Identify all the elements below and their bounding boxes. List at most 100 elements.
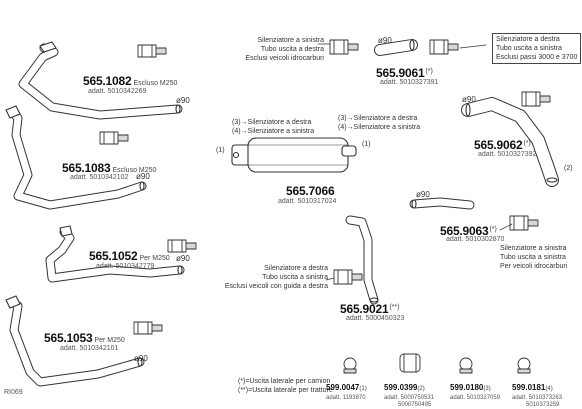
part-565-7066-ref: adatt. 5010317024 xyxy=(278,198,337,205)
note-line: Per veicoli idrocarburi xyxy=(500,263,568,270)
accessory-ref: 5000750495 xyxy=(398,402,432,408)
pipe-565-9062 xyxy=(461,97,559,187)
accessory-suffix: (3) xyxy=(483,386,491,392)
accessory-599-0181: 599.0181(4) adatt. 5010373263 5010373259 xyxy=(512,377,562,409)
silencer-notes-left: (3)→Silenziatore a destra (4)→Silenziato… xyxy=(232,118,314,136)
part-565-9062-notes: Silenziatore a destra Tubo uscita a sini… xyxy=(492,33,582,64)
part-565-7066-number: 565.7066 xyxy=(286,184,335,198)
accessory-number: 599.0047 xyxy=(326,383,360,392)
accessory-ref: adatt. 1193870 xyxy=(326,395,366,401)
note-line: (4)→Silenziatore a sinistra xyxy=(338,124,421,131)
part-565-9062-end: (2) xyxy=(564,165,573,172)
accessory-599-0180: 599.0180(3) adatt. 5010327059 xyxy=(450,377,500,402)
silencer-end-right: (1) xyxy=(362,141,371,148)
legend-line: (**)=Uscita laterale per trattore xyxy=(238,387,333,394)
part-number: 565.9062 xyxy=(474,138,523,152)
part-number: 565.1052 xyxy=(89,249,138,263)
part-suffix: (*) xyxy=(523,140,531,147)
part-565-9062-diameter: ø90 xyxy=(462,95,476,104)
part-565-1053-ref: adatt. 5010342101 xyxy=(60,345,119,352)
accessory-number: 599.0399 xyxy=(384,383,418,392)
part-number: 565.1082 xyxy=(83,74,132,88)
part-desc: Escluso M250 xyxy=(133,80,178,87)
part-565-1083-ref: adatt. 5010342102 xyxy=(70,174,129,181)
accessory-599-0399: 599.0399(2) adatt. 5000750531 5000750495 xyxy=(384,377,434,409)
accessory-number: 599.0181 xyxy=(512,383,546,392)
note-line: (4)→Silenziatore a sinistra xyxy=(232,128,315,135)
note-line: Tubo uscita a destra xyxy=(260,46,324,53)
part-565-9021-label: 565.9021(**) xyxy=(340,300,400,318)
silencer-notes-right: (3)→Silenziatore a destra (4)→Silenziato… xyxy=(338,114,420,132)
part-suffix: (*) xyxy=(489,226,497,233)
part-565-1082-ref: adatt. 5010342269 xyxy=(88,88,147,95)
pipe-565-1082 xyxy=(18,41,183,120)
part-number: 565.9063 xyxy=(440,224,489,238)
part-565-1083-diameter: ø90 xyxy=(136,172,150,181)
accessory-number: 599.0180 xyxy=(450,383,484,392)
part-565-9021-notes: Silenziatore a destra Tubo uscita a sini… xyxy=(222,264,328,291)
note-line: Silenziatore a destra xyxy=(264,265,328,272)
bracket-icons xyxy=(99,39,551,335)
part-565-1052-diameter: ø90 xyxy=(176,254,190,263)
pipe-565-1053 xyxy=(5,295,145,387)
accessory-suffix: (1) xyxy=(359,386,367,392)
part-565-1052-ref: adatt. 5010342779 xyxy=(96,263,155,270)
part-565-9021-ref: adatt. 5000450323 xyxy=(346,315,405,322)
part-565-9063-ref: adatt. 5010302870 xyxy=(446,236,505,243)
note-line: Tubo uscita a sinistra xyxy=(500,254,566,261)
part-565-9063-notes: Silenziatore a sinistra Tubo uscita a si… xyxy=(500,244,567,271)
note-line: Esclusi passi 3000 e 3700 xyxy=(496,54,578,61)
drawing-code: RI069 xyxy=(4,389,23,396)
part-number: 565.1083 xyxy=(62,161,111,175)
note-line: (3)→Silenziatore a destra xyxy=(338,115,418,122)
note-line: Esclusi veicoli idrocarburi xyxy=(245,55,324,62)
accessory-ref: adatt. 5010373263 xyxy=(512,395,563,401)
accessory-599-0047: 599.0047(1) adatt. 1193870 xyxy=(326,377,367,402)
silencer-end-left: (1) xyxy=(216,147,225,154)
pipe-565-1083 xyxy=(5,105,147,210)
legend: (*)=Uscita laterale per camion (**)=Usci… xyxy=(238,377,333,395)
pipe-565-9061 xyxy=(374,39,418,56)
note-line: Tubo uscita a sinistra xyxy=(262,274,328,281)
exhaust-parts-drawing xyxy=(5,39,559,387)
note-line: Esclusi veicoli con guida a destra xyxy=(224,283,328,290)
note-line: Tubo uscita a sinistra xyxy=(496,45,562,52)
accessory-suffix: (4) xyxy=(545,386,553,392)
part-565-1053-diameter: ø90 xyxy=(134,354,148,363)
part-565-9061-diameter: ø90 xyxy=(378,36,392,45)
accessory-icons xyxy=(343,353,531,374)
part-565-9063-label: 565.9063(*) xyxy=(440,222,497,240)
accessory-ref: adatt. 5010327059 xyxy=(450,395,501,401)
part-565-9062-ref: adatt. 5010327392 xyxy=(478,151,537,158)
part-desc: Per M250 xyxy=(94,337,125,344)
part-desc: Per M250 xyxy=(139,255,170,262)
legend-line: (*)=Uscita laterale per camion xyxy=(238,378,331,385)
part-565-9063-diameter: ø90 xyxy=(416,190,430,199)
accessory-ref: 5010373259 xyxy=(526,402,560,408)
part-565-9061-notes: Silenziatore a sinistra Tubo uscita a de… xyxy=(232,36,324,63)
part-number: 565.9061 xyxy=(376,66,425,80)
silencer-565-7066 xyxy=(231,137,357,173)
part-number: 565.9021 xyxy=(340,302,389,316)
part-565-9061-label: 565.9061(*) xyxy=(376,64,433,82)
part-number: 565.1053 xyxy=(44,331,93,345)
part-suffix: (*) xyxy=(425,68,433,75)
pipe-565-9063 xyxy=(409,197,475,210)
part-565-9062-label: 565.9062(*) xyxy=(474,136,531,154)
accessory-suffix: (2) xyxy=(417,386,425,392)
callout-lines xyxy=(317,43,513,281)
pipe-565-1052 xyxy=(45,225,185,283)
note-line: (3)→Silenziatore a destra xyxy=(232,119,312,126)
note-line: Silenziatore a sinistra xyxy=(500,245,567,252)
note-line: Silenziatore a destra xyxy=(496,36,560,43)
part-suffix: (**) xyxy=(389,304,400,311)
pipe-565-9021 xyxy=(345,215,379,305)
accessory-ref: adatt. 5000750531 xyxy=(384,395,435,401)
part-565-9061-ref: adatt. 5010327391 xyxy=(380,79,439,86)
part-565-1082-diameter: ø90 xyxy=(176,96,190,105)
note-line: Silenziatore a sinistra xyxy=(257,37,324,44)
